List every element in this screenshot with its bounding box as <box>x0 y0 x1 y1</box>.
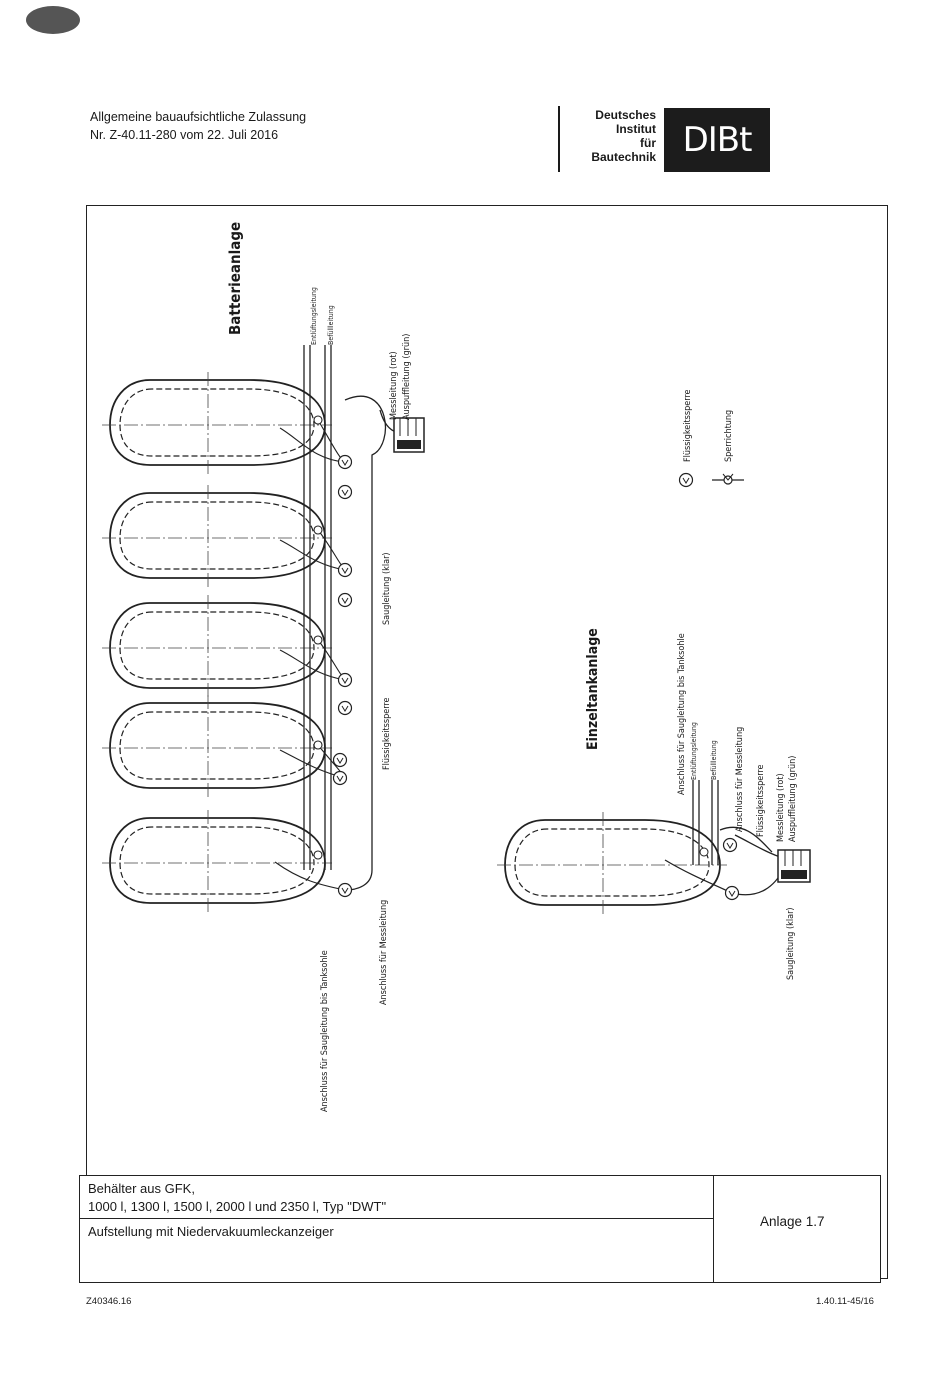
scan-mark <box>26 6 80 34</box>
footer-left: Z40346.16 <box>86 1296 132 1307</box>
single-label-entlueftung: Entlüftungsleitung <box>690 722 698 780</box>
label-anschluss-saug: Anschluss für Saugleitung bis Tanksohle <box>320 950 330 1112</box>
label-befuellung: Befüllleitung <box>327 305 335 345</box>
title-block: Behälter aus GFK, 1000 l, 1300 l, 1500 l… <box>79 1175 881 1283</box>
single-tank-pipes <box>664 780 791 896</box>
label-auspuffleitung: Auspuffleitung (grün) <box>402 334 412 420</box>
label-messleitung-rot: Messleitung (rot) <box>389 351 399 420</box>
label-entlueftung: Entlüftungsleitung <box>310 287 318 345</box>
logo-divider <box>558 106 560 172</box>
single-leak-detector <box>777 849 811 883</box>
battery-valves <box>332 454 353 898</box>
anlage-label: Anlage 1.7 <box>760 1214 825 1229</box>
approval-title: Allgemeine bauaufsichtliche Zulassung <box>90 110 307 124</box>
title-line-1: Behälter aus GFK, <box>88 1181 195 1196</box>
dibt-logo: DIBt <box>664 108 770 172</box>
legend-sperrrichtung: Sperrichtung <box>724 410 734 462</box>
battery-leak-detector <box>393 417 425 453</box>
single-title: Einzeltankanlage <box>585 628 601 750</box>
label-fluessigkeitssperre: Flüssigkeitssperre <box>382 697 392 770</box>
legend-fluessigkeitssperre: Flüssigkeitssperre <box>683 389 693 462</box>
battery-tank-3 <box>101 594 333 698</box>
footer-right: 1.40.11-45/16 <box>816 1296 874 1307</box>
title-line-3: Aufstellung mit Niedervakuumleckanzeiger <box>88 1224 334 1239</box>
battery-tank-2 <box>101 484 333 588</box>
single-label-fluessigkeitssperre: Flüssigkeitssperre <box>756 764 766 837</box>
single-label-auspuffleitung: Auspuffleitung (grün) <box>788 756 798 842</box>
single-label-saugleitung: Saugleitung (klar) <box>786 907 796 980</box>
tank-connections <box>313 415 323 860</box>
battery-tank-1 <box>101 371 333 475</box>
battery-tank-4 <box>101 694 333 798</box>
battery-title: Batterieanlage <box>226 222 244 335</box>
legend-symbols <box>678 472 744 488</box>
single-label-messleitung-rot: Messleitung (rot) <box>776 773 786 842</box>
label-saugleitung: Saugleitung (klar) <box>382 552 392 625</box>
battery-tank-5 <box>101 809 333 913</box>
single-label-anschluss-saug: Anschluss für Saugleitung bis Tanksohle <box>677 633 687 795</box>
single-tank-valves <box>699 837 740 901</box>
single-label-befuellung: Befüllleitung <box>710 740 718 780</box>
title-line-2: 1000 l, 1300 l, 1500 l, 2000 l und 2350 … <box>88 1199 387 1214</box>
approval-number: Nr. Z-40.11-280 vom 22. Juli 2016 <box>90 128 279 142</box>
approval-header: Allgemeine bauaufsichtliche Zulassung Nr… <box>90 108 306 144</box>
label-anschluss-mess: Anschluss für Messleitung <box>379 900 389 1005</box>
single-label-anschluss-mess: Anschluss für Messleitung <box>735 727 745 832</box>
institute-name: Deutsches Institut für Bautechnik <box>591 108 656 164</box>
